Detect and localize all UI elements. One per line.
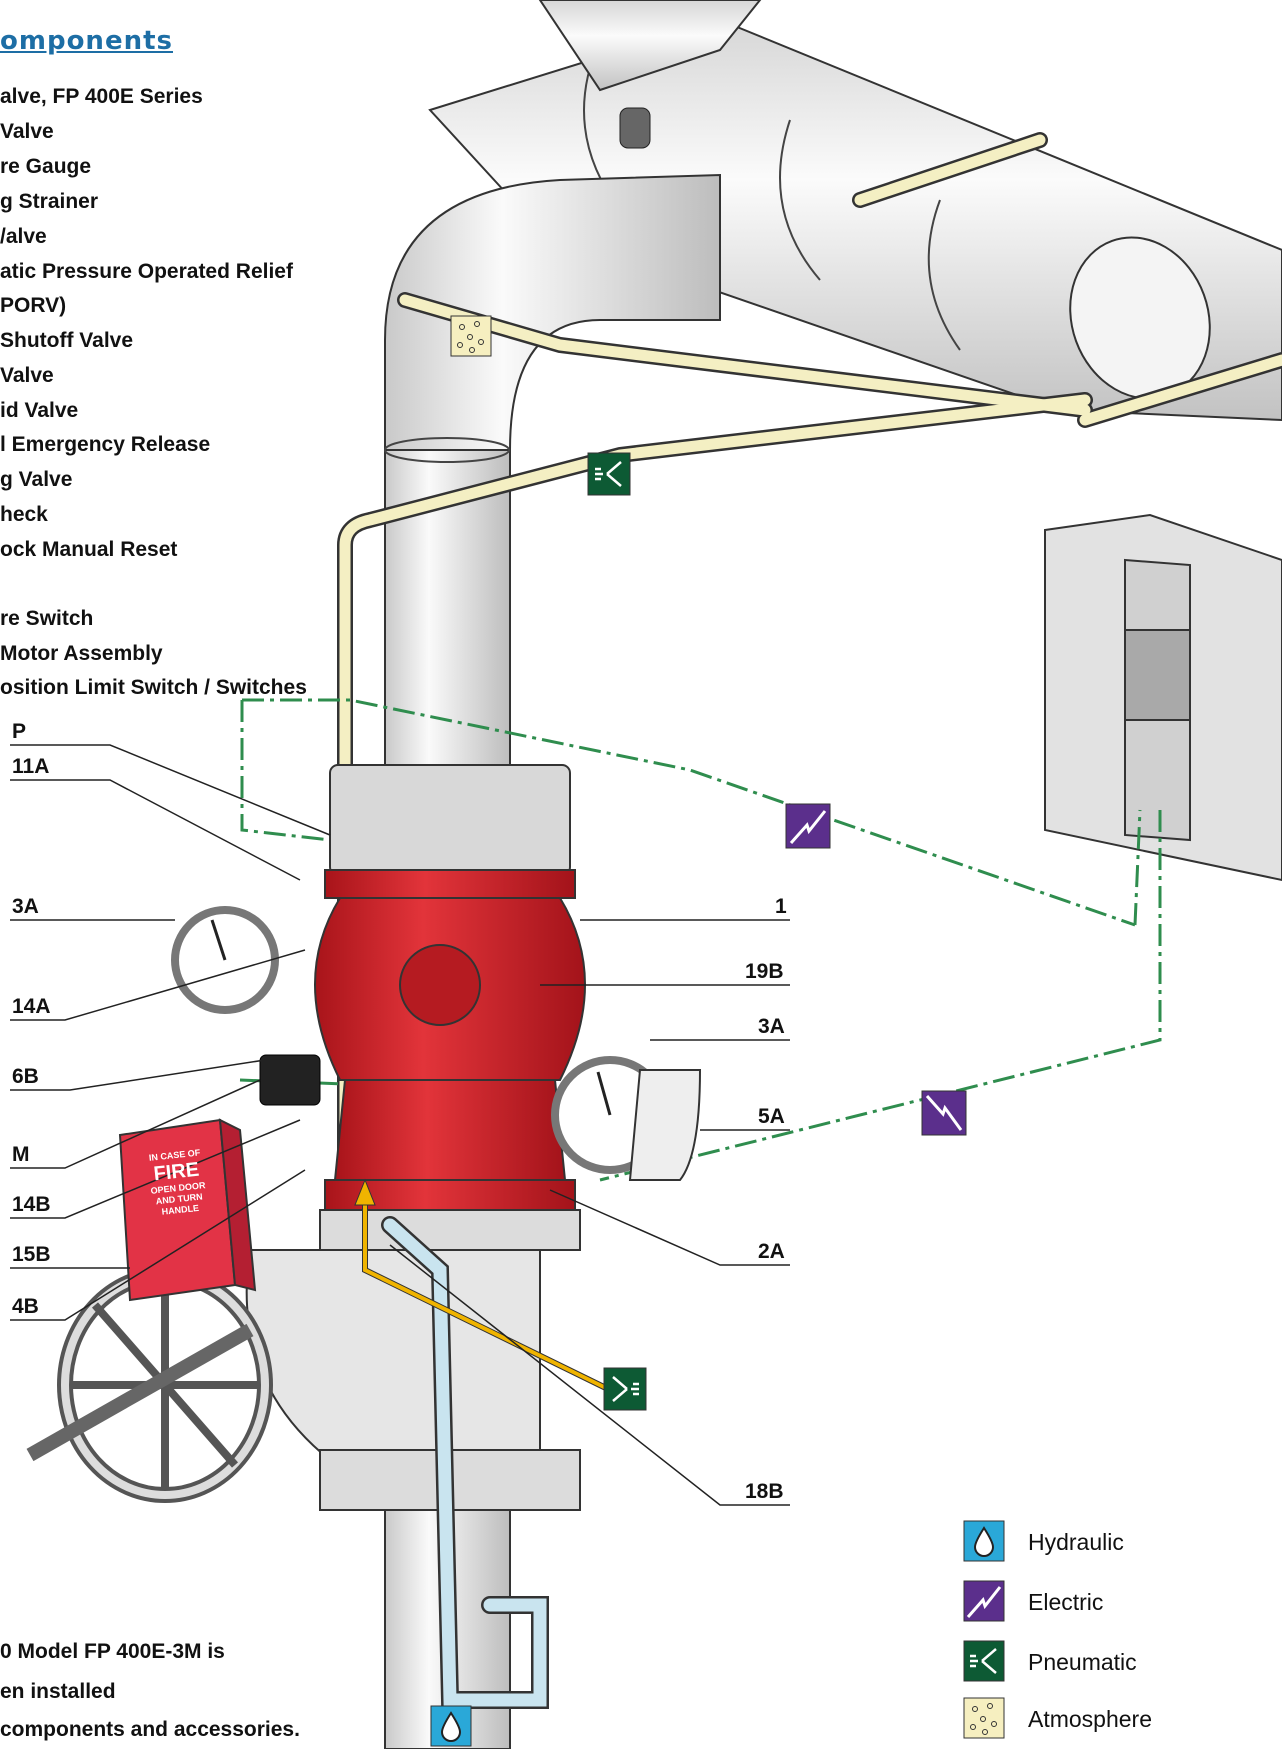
- callout-label: 14B: [12, 1193, 51, 1216]
- component-item: osition Limit Switch / Switches: [0, 676, 307, 699]
- legend-label: Hydraulic: [1028, 1529, 1124, 1555]
- component-item: ock Manual Reset: [0, 538, 178, 561]
- component-item: id Valve: [0, 399, 79, 422]
- component-item: g Strainer: [0, 190, 99, 213]
- component-item: PORV): [0, 294, 67, 317]
- pneumatic-flow-arrow: [354, 1178, 612, 1393]
- component-item: Valve: [0, 364, 54, 387]
- callout-label: 15B: [12, 1243, 51, 1266]
- callout-label: 4B: [12, 1295, 39, 1318]
- legend-label: Pneumatic: [1028, 1649, 1137, 1675]
- component-item: atic Pressure Operated Relief: [0, 260, 293, 283]
- atmosphere-icon: [450, 315, 492, 357]
- electric-icon: [921, 1090, 967, 1136]
- component-item: /alve: [0, 225, 47, 248]
- callout-label: 18B: [745, 1480, 784, 1503]
- electric-icon: [963, 1580, 1005, 1622]
- callout-label: 2A: [758, 1240, 785, 1263]
- components-heading: omponents: [0, 26, 173, 56]
- legend-item-electric: Electric: [963, 1580, 1263, 1624]
- legend-item-hydraulic: Hydraulic: [963, 1520, 1263, 1564]
- note-line: components and accessories.: [0, 1718, 300, 1741]
- component-item: Shutoff Valve: [0, 329, 134, 352]
- component-item: re Gauge: [0, 155, 92, 178]
- pressure-gauge-left: [171, 906, 279, 1014]
- callout-label: M: [12, 1143, 30, 1166]
- callout-label: 1: [775, 895, 787, 918]
- hydraulic-tubing: [381, 1216, 549, 1709]
- deluge-valve-body: [314, 764, 586, 1211]
- component-item: Valve: [0, 120, 54, 143]
- solenoid-valve: [259, 1054, 321, 1106]
- hydraulic-icon: [963, 1520, 1005, 1562]
- note-line: en installed: [0, 1680, 116, 1703]
- component-item: alve, FP 400E Series: [0, 85, 203, 108]
- legend-item-pneumatic: Pneumatic: [963, 1640, 1263, 1684]
- callout-label: 19B: [745, 960, 784, 983]
- hydraulic-icon: [430, 1705, 472, 1747]
- component-item: heck: [0, 503, 48, 526]
- legend-label: Electric: [1028, 1589, 1104, 1615]
- callout-label: 3A: [758, 1015, 785, 1038]
- legend-label: Atmosphere: [1028, 1706, 1153, 1732]
- overhead-main-pipe: [428, 0, 1282, 422]
- callout-label: 14A: [12, 995, 51, 1018]
- callout-label: 5A: [758, 1105, 785, 1128]
- pneumatic-icon: [603, 1367, 647, 1411]
- legend-item-atmosphere: Atmosphere: [963, 1697, 1263, 1741]
- manual-release-box: [118, 1118, 257, 1302]
- manual-release-label: IN CASE OF FIRE OPEN DOOR AND TURN HANDL…: [137, 1146, 218, 1219]
- atmosphere-icon: [963, 1697, 1005, 1739]
- control-panel: [1044, 513, 1282, 882]
- note-line: 0 Model FP 400E-3M is: [0, 1640, 225, 1663]
- handwheel: [26, 1267, 273, 1503]
- callout-leaders: [10, 744, 790, 1506]
- component-item: re Switch: [0, 607, 94, 630]
- component-item: g Valve: [0, 468, 73, 491]
- pneumatic-icon: [963, 1640, 1005, 1682]
- callout-label: P: [12, 720, 27, 743]
- pneumatic-icon: [587, 452, 631, 496]
- callout-label: 11A: [12, 755, 50, 778]
- component-item: Motor Assembly: [0, 642, 163, 665]
- callout-label: 6B: [12, 1065, 39, 1088]
- elbow-5a: [628, 1069, 702, 1181]
- component-item: l Emergency Release: [0, 433, 211, 456]
- callout-label: 3A: [12, 895, 39, 918]
- electric-icon: [785, 803, 831, 849]
